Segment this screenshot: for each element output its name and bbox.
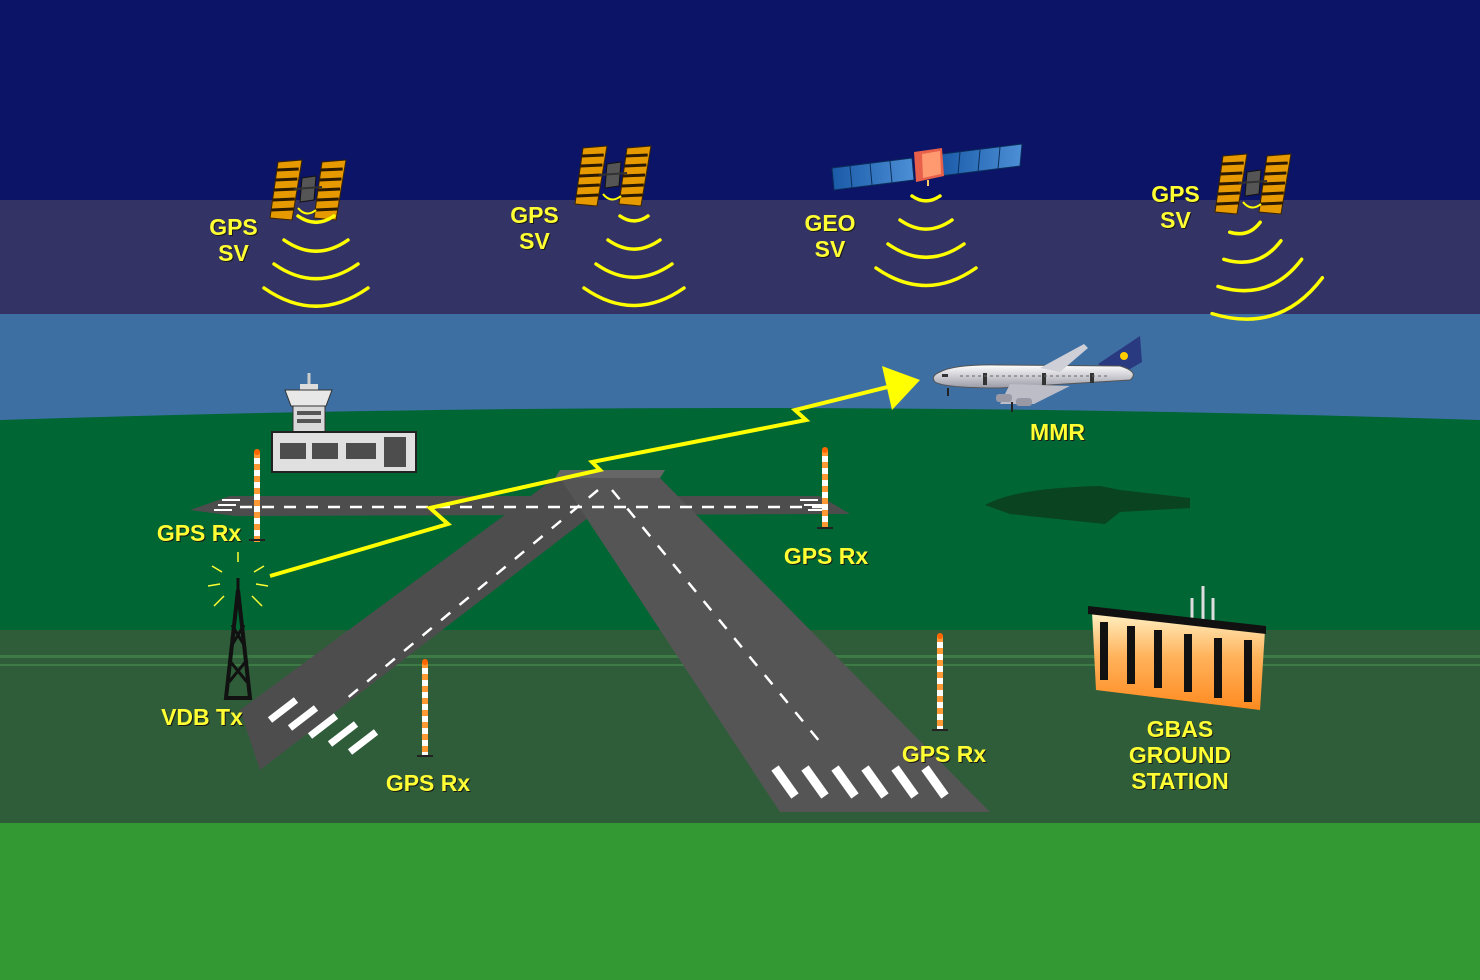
signal-arc xyxy=(910,194,942,203)
gps-sv-label-line: GPS xyxy=(209,214,258,240)
threshold-markings-crosswind xyxy=(214,499,826,511)
gps-sv-label-2: GPS SV xyxy=(497,202,572,254)
signal-arc xyxy=(296,214,336,225)
geo-sv-label-line: SV xyxy=(814,236,846,262)
vdb-data-link xyxy=(269,366,920,578)
aircraft-icon xyxy=(932,336,1142,412)
gps-satellite-icon xyxy=(269,159,347,221)
gps-sv-label-line: GPS xyxy=(510,202,559,228)
signal-arc xyxy=(886,242,966,260)
threshold-markings-right xyxy=(771,765,949,799)
signal-arc xyxy=(874,266,978,288)
runway-centerline xyxy=(611,489,821,743)
gps-satellite-icon xyxy=(1214,153,1292,215)
signal-arc xyxy=(1216,257,1304,293)
gps-antenna-icon xyxy=(817,447,833,529)
threshold-markings-left xyxy=(267,697,379,755)
vdb-tower-icon xyxy=(207,552,269,700)
gps-sv-label-line: SV xyxy=(1160,207,1191,233)
signal-arc xyxy=(618,214,650,223)
signal-arc xyxy=(1227,220,1262,236)
gps-sv-label-4: GPS SV xyxy=(1138,181,1213,233)
gps-sv-label-1: GPS SV xyxy=(196,214,271,266)
ground-station-icon xyxy=(1088,586,1266,710)
geo-sv-label-line: GEO xyxy=(804,210,856,236)
gps-rx-label-right: GPS Rx xyxy=(783,543,869,569)
gps-satellite-icon xyxy=(574,145,652,207)
data-link-arrowhead xyxy=(882,366,920,410)
runways xyxy=(190,470,990,812)
signal-arc xyxy=(606,238,662,251)
gbas-label-line: STATION xyxy=(1131,768,1229,794)
signal-arc xyxy=(272,262,360,281)
mmr-label: MMR xyxy=(1030,419,1085,445)
runway-left xyxy=(240,478,640,770)
gps-sv-label-line: SV xyxy=(519,228,550,254)
gbas-ground-station-label: GBAS GROUND STATION xyxy=(1110,716,1250,794)
signal-arc xyxy=(262,286,370,308)
runway-right xyxy=(560,478,990,812)
gbas-label-line: GBAS xyxy=(1146,716,1214,742)
gps-rx-label-left: GPS Rx xyxy=(156,520,242,546)
satellite-signals xyxy=(262,194,1325,321)
gps-antenna-icon xyxy=(932,633,948,731)
signal-arc xyxy=(1210,276,1325,321)
gps-rx-label-bottom-right: GPS Rx xyxy=(901,741,987,767)
signal-arc xyxy=(582,286,686,308)
geo-satellite-icon xyxy=(831,143,1023,191)
gps-sv-label-line: GPS xyxy=(1151,181,1200,207)
sky xyxy=(0,0,1480,434)
signal-arc xyxy=(898,218,954,231)
gps-antenna-icon xyxy=(249,449,265,542)
control-tower-icon xyxy=(271,373,417,473)
geo-sv-label: GEO SV xyxy=(792,210,868,262)
gps-rx-label-bottom-left: GPS Rx xyxy=(385,770,471,796)
radio-emission xyxy=(207,552,269,607)
aircraft-shadow xyxy=(985,486,1190,524)
gps-sv-label-line: SV xyxy=(218,240,249,266)
vdb-tx-label: VDB Tx xyxy=(161,704,243,730)
sky-middle-band xyxy=(0,200,1480,318)
gbas-label-line: GROUND xyxy=(1128,742,1232,768)
gps-antenna-icon xyxy=(417,659,433,757)
signal-arc xyxy=(282,238,350,253)
ground-near xyxy=(0,823,1480,980)
runway-centerline xyxy=(344,489,599,701)
signal-arc xyxy=(1222,239,1283,264)
signal-arc xyxy=(594,262,674,280)
